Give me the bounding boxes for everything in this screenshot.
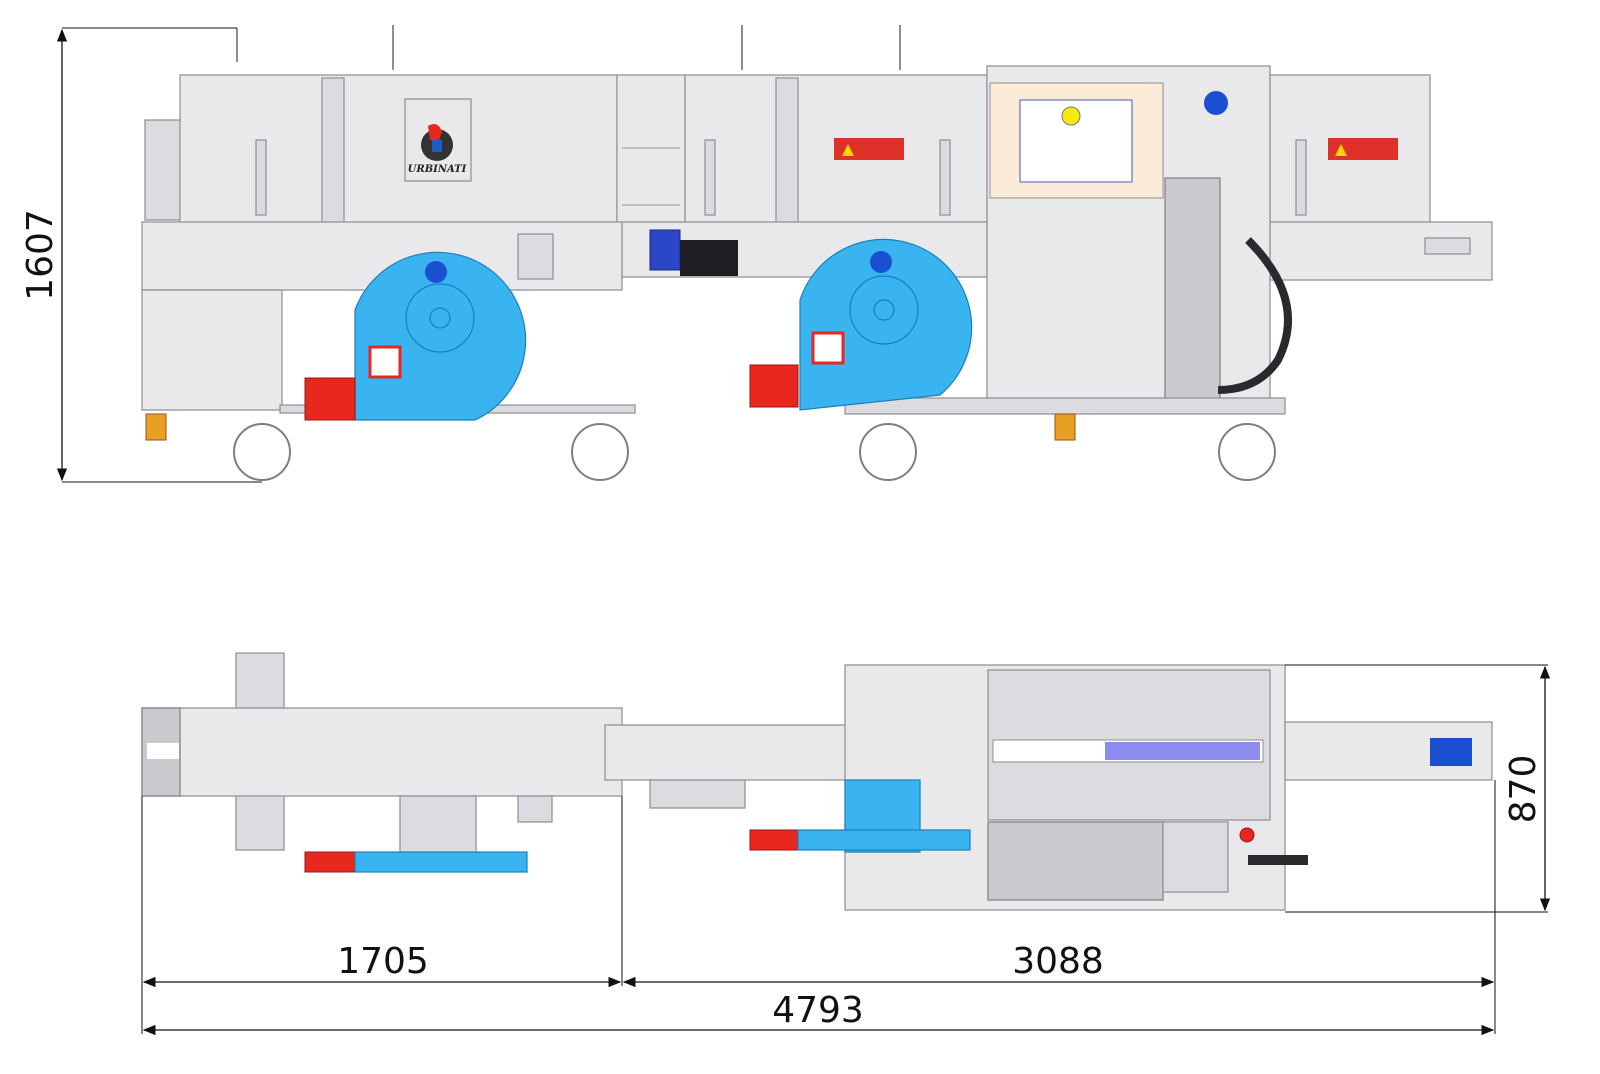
electric-motor — [680, 240, 738, 276]
filter-tank — [1164, 177, 1221, 401]
exhaust-pipe — [321, 77, 345, 231]
blower-left — [304, 251, 527, 421]
conveyor-left-plan — [141, 707, 623, 797]
hood-left — [179, 74, 618, 224]
plan-view: 870 1705 3088 4793 — [141, 652, 1551, 1036]
blower-left-plan — [354, 851, 528, 873]
hose — [1217, 237, 1292, 394]
warning-label — [834, 138, 904, 160]
exhaust-pipe — [775, 77, 799, 231]
caster-wheels — [233, 423, 1276, 481]
dimension-width: 870 — [1503, 755, 1544, 824]
brand-logo: URBINATI — [404, 98, 472, 182]
lower-cabinet — [141, 289, 283, 411]
svg-text:URBINATI: URBINATI — [408, 164, 467, 175]
blower-right — [749, 238, 973, 411]
valve-inlet — [749, 364, 799, 408]
side-elevation-view: URBINATI — [20, 25, 1493, 483]
dimension-height: 1607 — [20, 209, 61, 301]
emergency-stop-button — [1061, 106, 1081, 126]
gear-motor — [649, 229, 681, 271]
blower-right-plan — [797, 829, 971, 851]
mesh-filter — [144, 119, 182, 221]
dimension-section-left: 1705 — [337, 941, 429, 982]
hood-gap — [616, 74, 686, 224]
valve-inlet — [304, 377, 356, 421]
mandatory-sign-icon — [1204, 91, 1228, 115]
dimension-total-length: 4793 — [772, 990, 864, 1031]
dimension-section-right: 3088 — [1012, 941, 1104, 982]
